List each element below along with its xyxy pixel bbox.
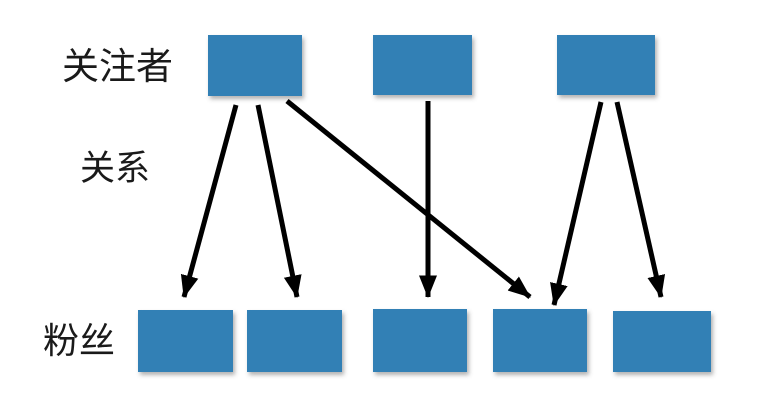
edge-followee3-fan4 (550, 101, 604, 306)
followee-node-2 (373, 35, 472, 95)
label-relation: 关系 (80, 149, 150, 188)
followee-node-1 (208, 35, 302, 96)
edge-followee1-fan4 (285, 99, 532, 299)
label-fans: 粉丝 (43, 320, 115, 361)
edge-followee1-fan2 (255, 104, 302, 298)
edge-followee1-fan1 (180, 104, 239, 298)
fan-node-2 (247, 310, 342, 372)
fan-node-1 (138, 310, 233, 372)
fan-node-3 (373, 309, 467, 372)
fan-node-4 (493, 309, 587, 372)
fan-node-5 (613, 311, 711, 372)
edge-followee3-fan5 (614, 101, 666, 298)
followee-node-3 (557, 35, 655, 95)
label-followees: 关注者 (62, 46, 173, 87)
